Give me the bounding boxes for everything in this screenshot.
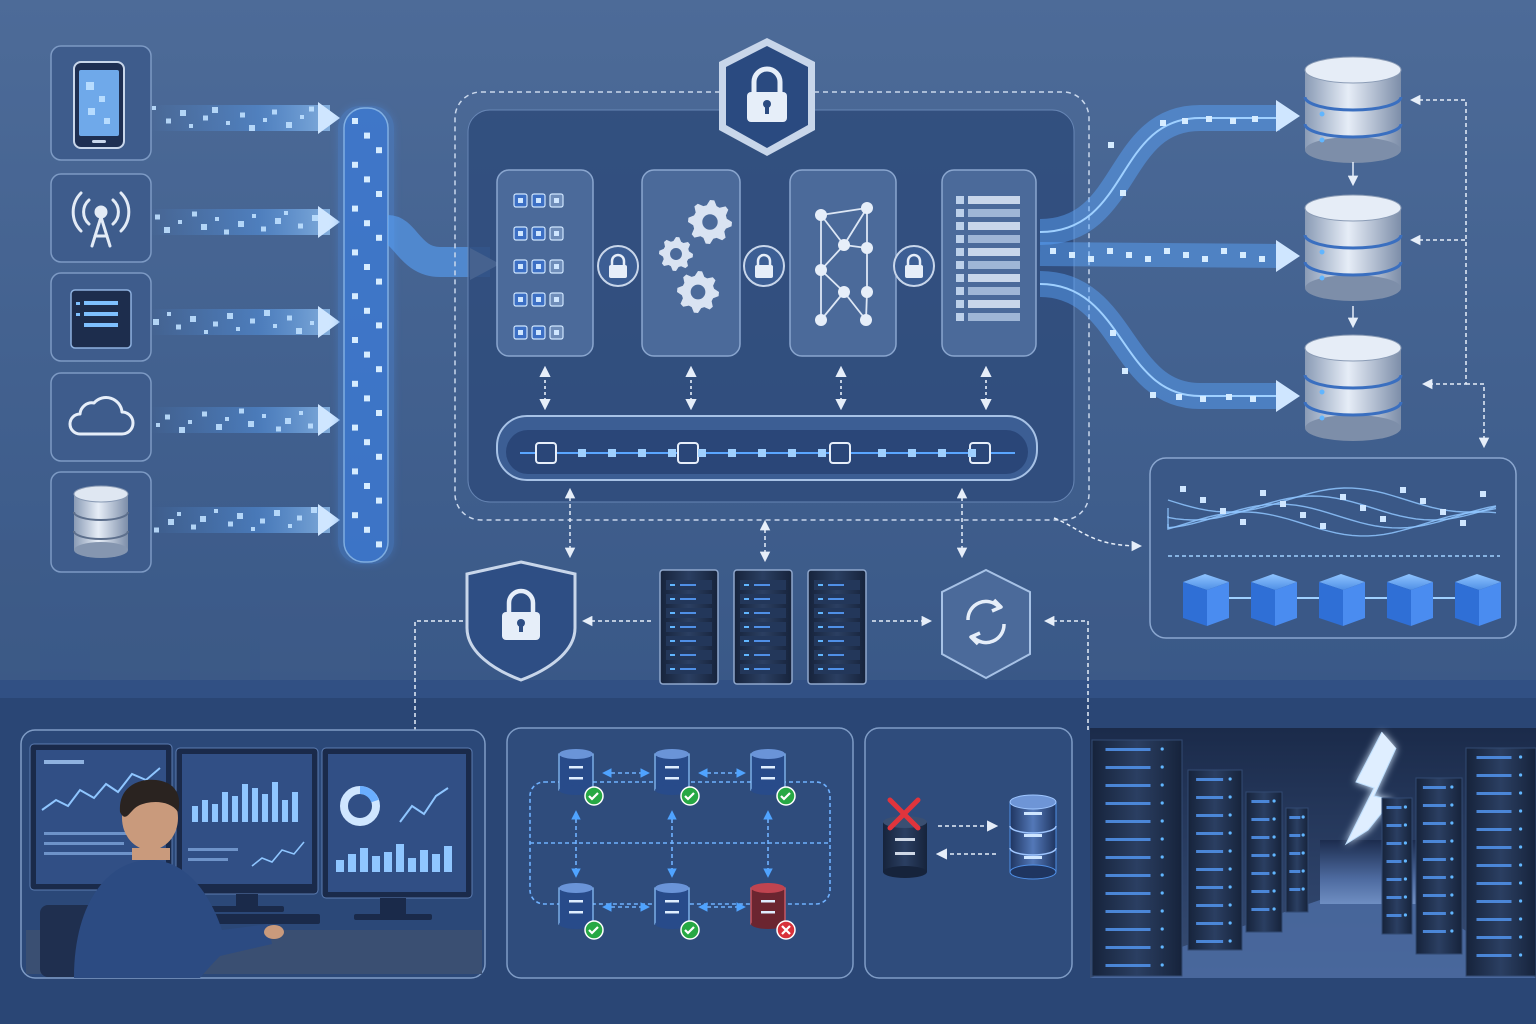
datacenter-rack bbox=[1091, 739, 1183, 977]
lock-icon bbox=[743, 245, 785, 287]
ingest-streams bbox=[150, 102, 340, 536]
datacenter-rack bbox=[1465, 747, 1536, 977]
datacenter-rack bbox=[1245, 791, 1283, 933]
antenna-icon bbox=[71, 191, 131, 248]
failed-primary bbox=[883, 797, 927, 878]
replica-node-failed bbox=[750, 883, 796, 940]
gears-icon bbox=[659, 200, 732, 313]
source-card-cloud[interactable] bbox=[50, 372, 152, 462]
datacenter-rack bbox=[1381, 797, 1413, 935]
data-cube bbox=[1251, 574, 1297, 626]
stage-storage-table[interactable] bbox=[941, 169, 1037, 357]
output-arrow-2 bbox=[1276, 240, 1300, 272]
data-cube bbox=[1455, 574, 1501, 626]
operator-person bbox=[40, 779, 284, 978]
datacenter-rack bbox=[1285, 807, 1309, 913]
stage-graph[interactable] bbox=[789, 169, 897, 357]
output-arrow-3 bbox=[1276, 380, 1300, 412]
replica-node-ok bbox=[654, 749, 700, 806]
check-icon bbox=[680, 920, 700, 940]
datacenter-rack bbox=[1187, 769, 1243, 951]
output-arrow-1 bbox=[1276, 100, 1300, 132]
lock-icon bbox=[747, 66, 787, 122]
data-waves bbox=[1167, 486, 1497, 537]
stage-processing[interactable] bbox=[641, 169, 741, 357]
lock-icon bbox=[597, 245, 639, 287]
pipeline-stages bbox=[496, 169, 1037, 357]
replica-node-ok bbox=[654, 883, 700, 940]
smartphone-icon bbox=[73, 61, 125, 149]
output-database-icon[interactable] bbox=[1303, 334, 1403, 441]
error-x-icon bbox=[776, 920, 796, 940]
source-card-antenna[interactable] bbox=[50, 173, 152, 263]
server-box-icon bbox=[70, 289, 132, 349]
replica-node-ok bbox=[558, 883, 604, 940]
check-icon bbox=[680, 786, 700, 806]
data-cube bbox=[1387, 574, 1433, 626]
replica-node-ok bbox=[750, 749, 796, 806]
ingest-stream bbox=[150, 504, 340, 536]
replica-node-ok bbox=[558, 749, 604, 806]
sync-node[interactable] bbox=[941, 568, 1031, 680]
server-rack bbox=[733, 569, 793, 685]
lock-icon bbox=[893, 245, 935, 287]
stage-bus-links bbox=[539, 365, 992, 411]
internal-message-bus bbox=[496, 415, 1038, 481]
data-cube bbox=[1319, 574, 1365, 626]
source-card-server[interactable] bbox=[50, 272, 152, 362]
error-x-icon bbox=[887, 797, 921, 831]
analytics-panel[interactable] bbox=[1149, 457, 1517, 639]
check-icon bbox=[584, 786, 604, 806]
datacenter-storm-panel[interactable] bbox=[1090, 728, 1536, 978]
database-chain-arrows bbox=[1347, 94, 1490, 449]
check-icon bbox=[584, 920, 604, 940]
network-graph-icon bbox=[815, 202, 873, 326]
data-sources bbox=[50, 45, 152, 573]
lightning-bolt bbox=[1344, 731, 1397, 846]
output-databases bbox=[1303, 56, 1403, 441]
ingest-stream bbox=[150, 206, 340, 238]
server-rack-icon[interactable] bbox=[659, 569, 867, 685]
queue-grid-icon bbox=[513, 193, 564, 340]
data-cube bbox=[1183, 574, 1229, 626]
cube-row bbox=[1183, 574, 1501, 626]
server-rack bbox=[807, 569, 867, 685]
sync-icon bbox=[966, 598, 1006, 646]
monitor-right bbox=[321, 747, 473, 920]
failover-panel[interactable] bbox=[864, 727, 1073, 979]
monitoring-workstation-panel[interactable] bbox=[20, 729, 486, 979]
datacenter-rack bbox=[1415, 777, 1463, 955]
support-links bbox=[414, 487, 1089, 730]
source-card-smartphone[interactable] bbox=[50, 45, 152, 161]
pipeline-analytics-link bbox=[1053, 517, 1143, 552]
failover-arrows bbox=[935, 820, 999, 860]
monitor-center bbox=[175, 747, 319, 912]
server-rack bbox=[659, 569, 719, 685]
pipeline-frame bbox=[454, 91, 1090, 521]
ingest-bus bbox=[338, 106, 500, 564]
output-flows bbox=[1039, 100, 1300, 412]
pipeline-security-badge[interactable] bbox=[719, 38, 815, 156]
stage-queue[interactable] bbox=[496, 169, 594, 357]
security-shield[interactable] bbox=[465, 560, 577, 682]
ingest-stream bbox=[150, 404, 340, 436]
table-list-icon bbox=[956, 196, 1020, 321]
output-database-icon[interactable] bbox=[1303, 56, 1403, 163]
output-database-icon[interactable] bbox=[1303, 194, 1403, 301]
ingest-stream bbox=[150, 306, 340, 338]
cloud-icon bbox=[68, 396, 135, 436]
shield-lock-icon bbox=[502, 588, 540, 640]
check-icon bbox=[776, 786, 796, 806]
ingest-stream bbox=[150, 102, 340, 134]
standby-database bbox=[1009, 794, 1057, 880]
database-icon bbox=[73, 485, 129, 558]
replication-grid-panel[interactable] bbox=[506, 727, 854, 979]
source-card-database[interactable] bbox=[50, 471, 152, 573]
